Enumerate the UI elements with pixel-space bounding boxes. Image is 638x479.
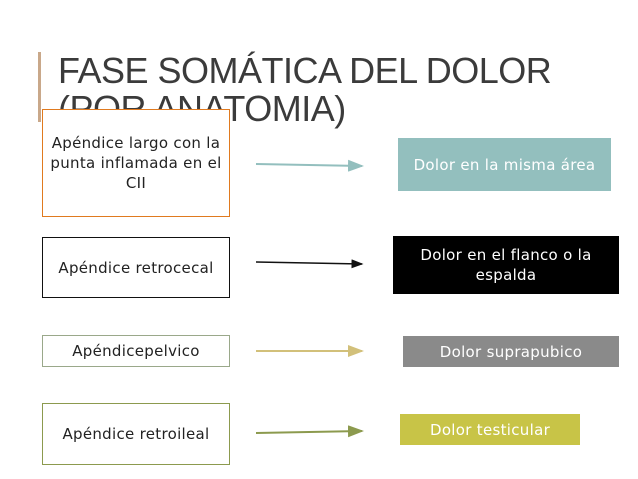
right-box-testicular: Dolor testicular — [400, 414, 580, 445]
left-box-label: Apéndice retroileal — [62, 425, 210, 443]
arrow-1 — [255, 259, 364, 269]
left-box-label: Apéndice largo con la punta inflamada en… — [50, 134, 222, 192]
arrow-0 — [255, 159, 364, 172]
left-box-pelvico: Apéndicepelvico — [42, 335, 230, 367]
left-box-label: Apéndice retrocecal — [58, 258, 214, 277]
left-box-largo: Apéndice largo con la punta inflamada en… — [42, 109, 230, 217]
left-box-label: Apéndicepelvico — [72, 342, 200, 360]
left-box-retroileal: Apéndice retroileal — [42, 403, 230, 465]
left-box-retrocecal: Apéndice retrocecal — [42, 237, 230, 298]
right-box-flanco: Dolor en el flanco o la espalda — [393, 236, 619, 294]
right-box-label: Dolor en el flanco o la espalda — [420, 246, 592, 284]
right-box-suprapubico: Dolor suprapubico — [403, 336, 619, 367]
right-box-misma-area: Dolor en la misma área — [398, 138, 611, 191]
right-box-label: Dolor testicular — [429, 420, 551, 439]
right-box-label: Dolor suprapubico — [439, 342, 583, 361]
title-accent-bar — [38, 52, 41, 122]
right-box-label: Dolor en la misma área — [413, 155, 596, 174]
arrow-3 — [255, 425, 364, 438]
